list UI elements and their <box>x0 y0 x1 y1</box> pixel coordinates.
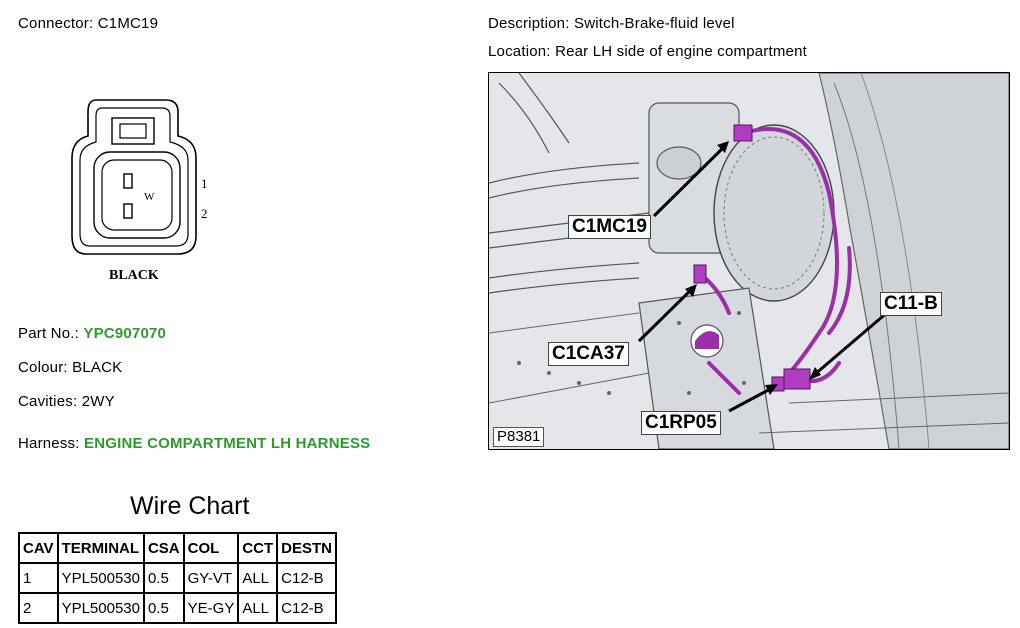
connector-line: Connector: C1MC19 <box>18 15 158 32</box>
header-csa: CSA <box>142 532 185 564</box>
cell-destn: C12-B <box>276 592 337 624</box>
connector-label: Connector: <box>18 15 94 32</box>
cavities-line: Cavities: 2WY <box>18 393 115 410</box>
key-mark: W <box>144 191 155 203</box>
cell-cct: ALL <box>237 562 279 594</box>
harness-value: ENGINE COMPARTMENT LH HARNESS <box>84 435 371 452</box>
pin-number-1: 1 <box>201 176 208 191</box>
cell-csa: 0.5 <box>142 562 185 594</box>
table-header-row: CAV TERMINAL CSA COL CCT DESTN <box>18 532 337 564</box>
drawing-colour-label: BLACK <box>109 268 159 283</box>
cavities-value: 2WY <box>81 393 115 410</box>
cell-terminal: YPL500530 <box>56 562 145 594</box>
harness-line: Harness: ENGINE COMPARTMENT LH HARNESS <box>18 435 370 452</box>
cavities-label: Cavities: <box>18 393 78 410</box>
part-no-label: Part No.: <box>18 325 79 342</box>
location-photo: C1MC19 C1CA37 C11-B C1RP05 P8381 <box>488 72 1010 450</box>
table-row: 1 YPL500530 0.5 GY-VT ALL C12-B <box>18 562 337 594</box>
cell-csa: 0.5 <box>142 592 185 624</box>
callout-c1mc19: C1MC19 <box>568 215 651 239</box>
cell-terminal: YPL500530 <box>56 592 145 624</box>
cell-col: YE-GY <box>182 592 240 624</box>
description-label: Description: <box>488 15 570 32</box>
colour-line: Colour: BLACK <box>18 359 122 376</box>
location-line: Location: Rear LH side of engine compart… <box>488 43 807 60</box>
location-label: Location: <box>488 43 551 60</box>
header-terminal: TERMINAL <box>56 532 145 564</box>
cell-col: GY-VT <box>182 562 240 594</box>
description-line: Description: Switch-Brake-fluid level <box>488 15 735 32</box>
cell-cav: 2 <box>18 592 59 624</box>
wire-chart-table: CAV TERMINAL CSA COL CCT DESTN 1 YPL5005… <box>18 532 337 624</box>
engine-bay-illustration <box>489 73 1009 449</box>
header-cct: CCT <box>237 532 279 564</box>
pin-number-2: 2 <box>201 206 208 221</box>
header-destn: DESTN <box>276 532 337 564</box>
callout-c1rp05: C1RP05 <box>641 411 721 435</box>
colour-label: Colour: <box>18 359 68 376</box>
photo-id: P8381 <box>493 427 545 447</box>
colour-value: BLACK <box>72 359 123 376</box>
connector-value: C1MC19 <box>97 15 159 32</box>
part-no-line: Part No.: YPC907070 <box>18 325 166 342</box>
cell-destn: C12-B <box>276 562 337 594</box>
part-no-value: YPC907070 <box>83 325 167 342</box>
cell-cct: ALL <box>237 592 279 624</box>
wire-chart-title: Wire Chart <box>130 492 250 520</box>
harness-label: Harness: <box>18 435 80 452</box>
header-col: COL <box>182 532 240 564</box>
cell-cav: 1 <box>18 562 59 594</box>
connector-face-svg: W 1 2 BLACK <box>71 99 208 283</box>
callout-c1ca37: C1CA37 <box>548 342 629 366</box>
connector-face-drawing: W 1 2 BLACK <box>66 96 226 291</box>
description-value: Switch-Brake-fluid level <box>573 15 735 32</box>
header-cav: CAV <box>18 532 59 564</box>
callout-c11-b: C11-B <box>880 292 942 316</box>
table-row: 2 YPL500530 0.5 YE-GY ALL C12-B <box>18 592 337 624</box>
location-value: Rear LH side of engine compartment <box>555 43 807 60</box>
